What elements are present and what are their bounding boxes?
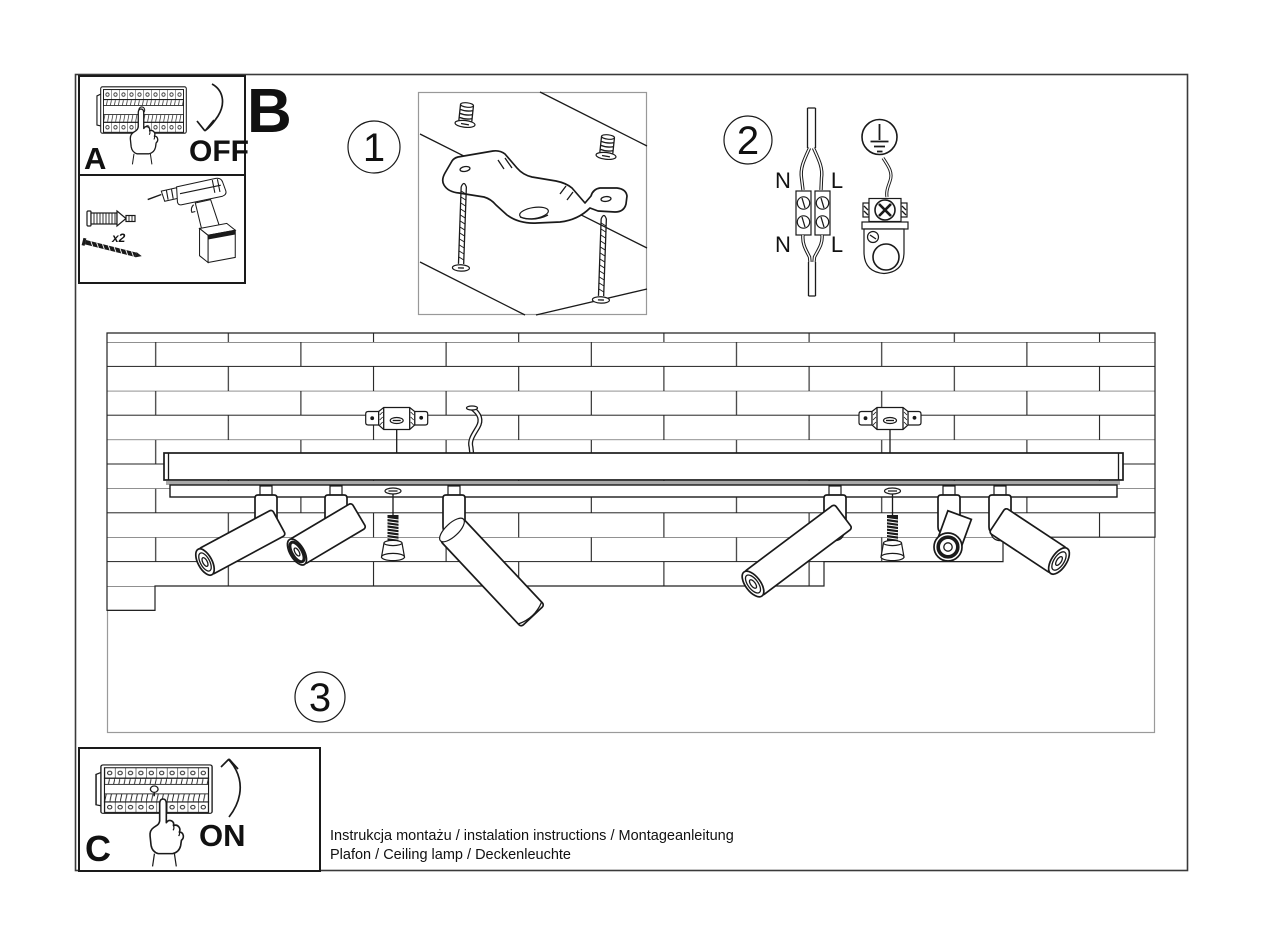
earth-clamp-icon [861, 157, 909, 275]
wall-plug-icon [86, 209, 136, 228]
lamp-rail [163, 452, 1124, 498]
step3-diagram: 3 [106, 332, 1156, 734]
terminal-label-l-bottom: L [831, 232, 843, 257]
step-b-label: B [247, 77, 292, 146]
bracket-screw-lines [396, 430, 891, 454]
footer-line-1: Instrukcja montażu / instalation instruc… [330, 828, 734, 844]
footer: Instrukcja montażu / instalation instruc… [330, 828, 734, 863]
spotlight-4 [741, 504, 853, 598]
spotlight-5 [933, 509, 973, 562]
step3-number-badge [294, 671, 346, 723]
step-c-box: C ON [78, 747, 321, 872]
terminal-label-l-top: L [831, 168, 843, 193]
spotlight-2 [286, 503, 367, 566]
step-c-label: C [85, 828, 111, 869]
step1-number: 1 [363, 126, 385, 170]
mounting-bracket-icon [441, 149, 628, 224]
breaker-panel-icon-c [95, 764, 213, 815]
mains-cable-bottom [801, 234, 824, 297]
step2-number-badge [723, 115, 773, 165]
off-label: OFF [189, 135, 249, 168]
on-label: ON [199, 818, 246, 853]
footer-line-2: Plafon / Ceiling lamp / Deckenleuchte [330, 847, 571, 863]
step3-number: 3 [309, 676, 331, 720]
terminal-label-n-top: N [775, 168, 791, 193]
spotlight-3 [439, 517, 545, 627]
on-arrow-icon [220, 758, 242, 818]
earth-symbol-icon [861, 118, 898, 156]
page-frame [74, 73, 1189, 872]
supply-cable [465, 405, 483, 457]
dowel-quantity-label: x2 [111, 231, 126, 245]
step1-diagram: 1 [347, 91, 648, 316]
tools-box: x2 [78, 174, 246, 284]
step-a-box: A OFF [78, 75, 249, 176]
terminal-label-n-bottom: N [775, 232, 791, 257]
off-arrow-icon [196, 83, 224, 132]
step-a-label: A [84, 141, 106, 176]
step2-diagram: 2 N L N L [723, 107, 909, 297]
screw-icon [81, 237, 142, 258]
terminal-block-icon [795, 190, 831, 236]
step2-number: 2 [737, 119, 759, 163]
spotlight-1 [194, 509, 286, 577]
mains-cable-top [799, 107, 824, 191]
drill-icon [147, 177, 237, 264]
step1-number-badge [347, 120, 401, 174]
spotlight-6 [989, 507, 1071, 576]
